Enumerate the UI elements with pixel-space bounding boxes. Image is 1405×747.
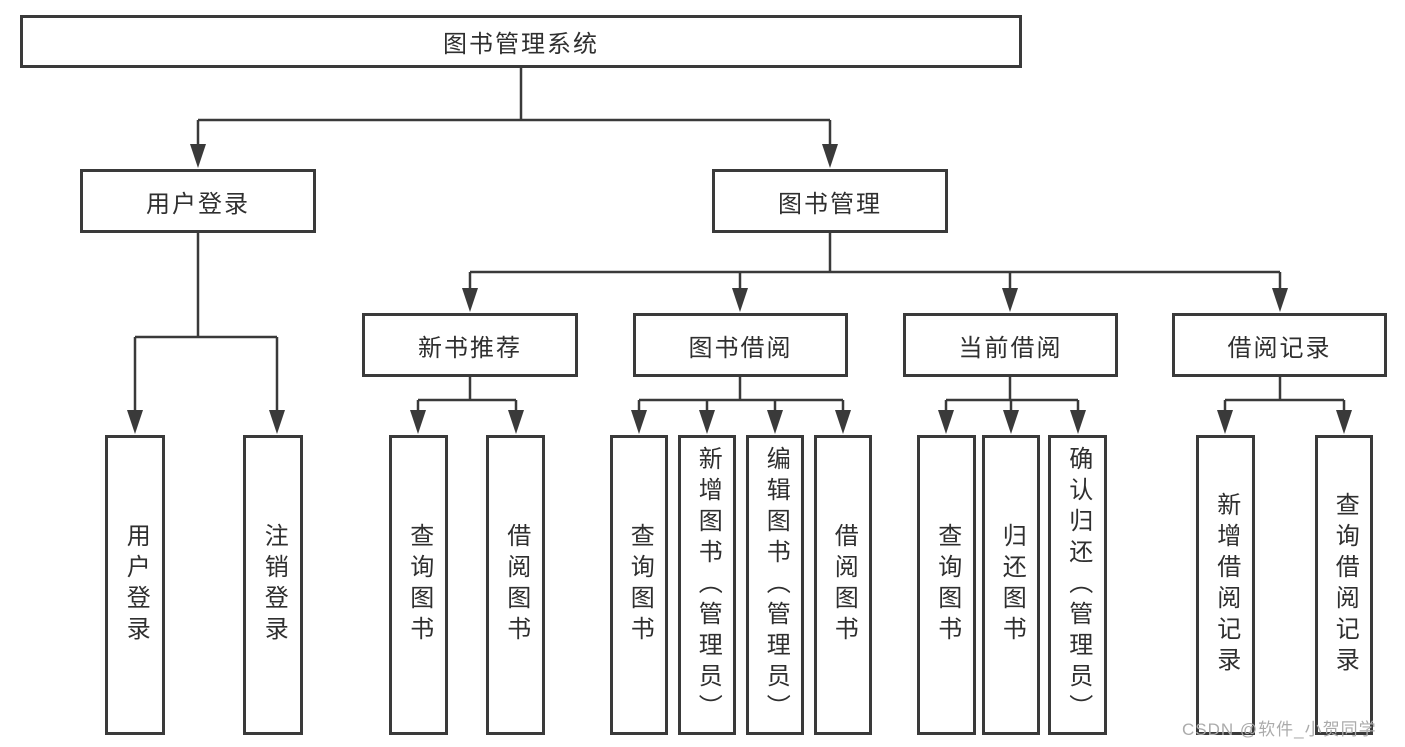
arrowhead bbox=[767, 410, 783, 434]
leaf-borrow-add-admin-label: 新增图书（管理员） bbox=[694, 445, 722, 725]
arrowhead bbox=[190, 144, 206, 168]
node-book-borrow: 图书借阅 bbox=[633, 313, 848, 377]
connector-currentborrow-to-leaves bbox=[944, 377, 1080, 418]
arrowhead bbox=[699, 410, 715, 434]
arrowhead bbox=[1336, 410, 1352, 434]
node-user-login-label: 用户登录 bbox=[146, 190, 250, 218]
leaf-user-login: 用户登录 bbox=[105, 435, 165, 735]
arrowhead bbox=[1070, 410, 1086, 434]
connector-borrowrecords-to-leaves bbox=[1223, 377, 1346, 418]
node-book-borrow-label: 图书借阅 bbox=[688, 334, 793, 362]
arrowhead bbox=[269, 410, 285, 434]
leaf-records-query: 查询借阅记录 bbox=[1315, 435, 1373, 735]
node-new-book-recommend-label: 新书推荐 bbox=[418, 334, 522, 362]
node-root-label: 图书管理系统 bbox=[443, 31, 599, 58]
arrowhead bbox=[1003, 410, 1019, 434]
node-book-management: 图书管理 bbox=[712, 169, 948, 233]
connector-bookmgmt-to-level3 bbox=[468, 233, 1282, 295]
connector-root-to-level2 bbox=[196, 68, 832, 150]
connector-newbooks-to-leaves bbox=[416, 377, 518, 418]
leaf-borrow-query-label: 查询图书 bbox=[626, 523, 654, 647]
leaf-borrow-add-admin: 新增图书（管理员） bbox=[678, 435, 736, 735]
arrowhead bbox=[462, 288, 478, 312]
leaf-logout: 注销登录 bbox=[243, 435, 303, 735]
leaf-current-return: 归还图书 bbox=[982, 435, 1040, 735]
leaf-records-query-label: 查询借阅记录 bbox=[1331, 492, 1359, 678]
leaf-borrow-borrow: 借阅图书 bbox=[814, 435, 872, 735]
node-book-management-label: 图书管理 bbox=[778, 190, 882, 218]
leaf-new-books-borrow-label: 借阅图书 bbox=[502, 523, 530, 647]
leaf-new-books-query: 查询图书 bbox=[389, 435, 448, 735]
arrowhead bbox=[631, 410, 647, 434]
leaf-current-return-label: 归还图书 bbox=[998, 523, 1026, 647]
connector-bookborrow-to-leaves bbox=[637, 377, 845, 418]
connector-userlogin-to-leaves bbox=[133, 233, 279, 418]
node-current-borrow-label: 当前借阅 bbox=[958, 334, 1063, 362]
leaf-borrow-query: 查询图书 bbox=[610, 435, 668, 735]
node-current-borrow: 当前借阅 bbox=[903, 313, 1118, 377]
node-borrow-records-label: 借阅记录 bbox=[1227, 334, 1332, 362]
leaf-borrow-edit-admin: 编辑图书（管理员） bbox=[746, 435, 804, 735]
leaf-new-books-query-label: 查询图书 bbox=[405, 523, 433, 647]
arrowhead bbox=[1217, 410, 1233, 434]
leaf-current-query-label: 查询图书 bbox=[933, 523, 961, 647]
arrowhead bbox=[835, 410, 851, 434]
arrowhead bbox=[127, 410, 143, 434]
arrowhead bbox=[822, 144, 838, 168]
arrowhead bbox=[410, 410, 426, 434]
leaf-current-confirm-admin-label: 确认归还（管理员） bbox=[1064, 445, 1092, 725]
arrowhead bbox=[938, 410, 954, 434]
leaf-current-confirm-admin: 确认归还（管理员） bbox=[1048, 435, 1107, 735]
node-root: 图书管理系统 bbox=[20, 15, 1022, 68]
leaf-logout-label: 注销登录 bbox=[260, 523, 288, 647]
arrowhead bbox=[1002, 288, 1018, 312]
arrowhead bbox=[1272, 288, 1288, 312]
leaf-borrow-borrow-label: 借阅图书 bbox=[830, 523, 858, 647]
leaf-borrow-edit-admin-label: 编辑图书（管理员） bbox=[762, 445, 790, 725]
leaf-user-login-label: 用户登录 bbox=[122, 523, 150, 647]
arrowhead bbox=[732, 288, 748, 312]
node-borrow-records: 借阅记录 bbox=[1172, 313, 1387, 377]
leaf-current-query: 查询图书 bbox=[917, 435, 976, 735]
leaf-records-add-label: 新增借阅记录 bbox=[1212, 492, 1240, 678]
node-user-login: 用户登录 bbox=[80, 169, 316, 233]
leaf-records-add: 新增借阅记录 bbox=[1196, 435, 1255, 735]
node-new-book-recommend: 新书推荐 bbox=[362, 313, 578, 377]
leaf-new-books-borrow: 借阅图书 bbox=[486, 435, 545, 735]
csdn-watermark: CSDN @软件_小贺同学 bbox=[1182, 720, 1377, 739]
arrowhead bbox=[508, 410, 524, 434]
